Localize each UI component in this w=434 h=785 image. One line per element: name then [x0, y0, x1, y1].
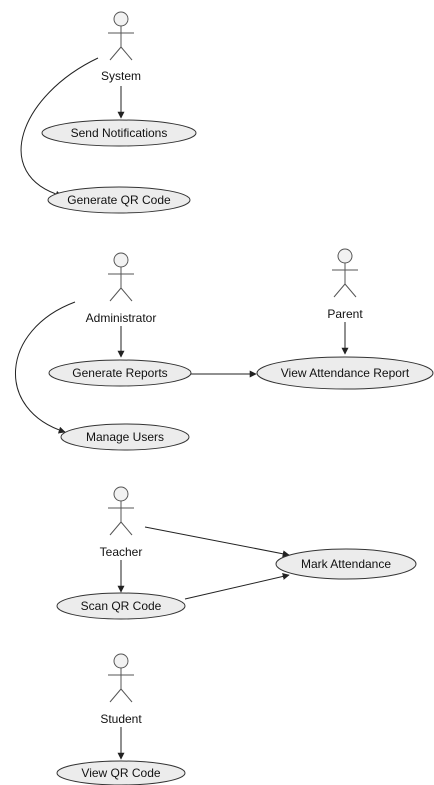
actor-student: Student	[100, 653, 142, 726]
edge-system-generate-qr-code	[20, 57, 99, 198]
usecase-generate-qr-code: Generate QR Code	[47, 186, 191, 214]
usecase-scan-qr-code: Scan QR Code	[56, 592, 186, 620]
relations	[15, 57, 349, 760]
usecase-view-qr-code: View QR Code	[56, 760, 186, 785]
usecase-generate-qr-code-label: Generate QR Code	[67, 193, 171, 207]
usecase-mark-attendance-label: Mark Attendance	[301, 557, 391, 571]
usecase-view-attendance-report-label: View Attendance Report	[281, 366, 410, 380]
usecase-view-attendance-report: View Attendance Report	[256, 356, 434, 390]
actor-administrator-figure	[108, 252, 134, 302]
actor-teacher: Teacher	[100, 486, 143, 559]
actor-parent-label: Parent	[327, 307, 363, 321]
actor-administrator-label: Administrator	[86, 311, 157, 325]
actor-teacher-label: Teacher	[100, 545, 143, 559]
actor-student-label: Student	[100, 712, 142, 726]
edge-teacher-mark-attendance	[144, 526, 290, 558]
actor-administrator: Administrator	[86, 252, 157, 325]
actor-teacher-figure	[108, 486, 134, 536]
actor-parent: Parent	[327, 248, 363, 321]
usecase-manage-users-label: Manage Users	[86, 430, 164, 444]
usecase-send-notifications: Send Notifications	[41, 119, 197, 147]
usecase-view-qr-code-label: View QR Code	[81, 766, 160, 780]
actor-system-figure	[108, 11, 134, 61]
usecase-generate-reports: Generate Reports	[48, 359, 192, 387]
usecase-scan-qr-code-label: Scan QR Code	[81, 599, 162, 613]
actor-system: System	[101, 11, 141, 83]
usecase-generate-reports-label: Generate Reports	[72, 366, 167, 380]
usecase-mark-attendance: Mark Attendance	[275, 548, 417, 580]
usecase-send-notifications-label: Send Notifications	[71, 126, 168, 140]
edge-administrator-manage-users	[15, 301, 76, 434]
actor-parent-figure	[332, 248, 358, 298]
edge-scan-qr-code-mark-attendance	[184, 573, 290, 600]
actor-student-figure	[108, 653, 134, 703]
actor-system-label: System	[101, 69, 141, 83]
usecase-manage-users: Manage Users	[60, 423, 190, 451]
